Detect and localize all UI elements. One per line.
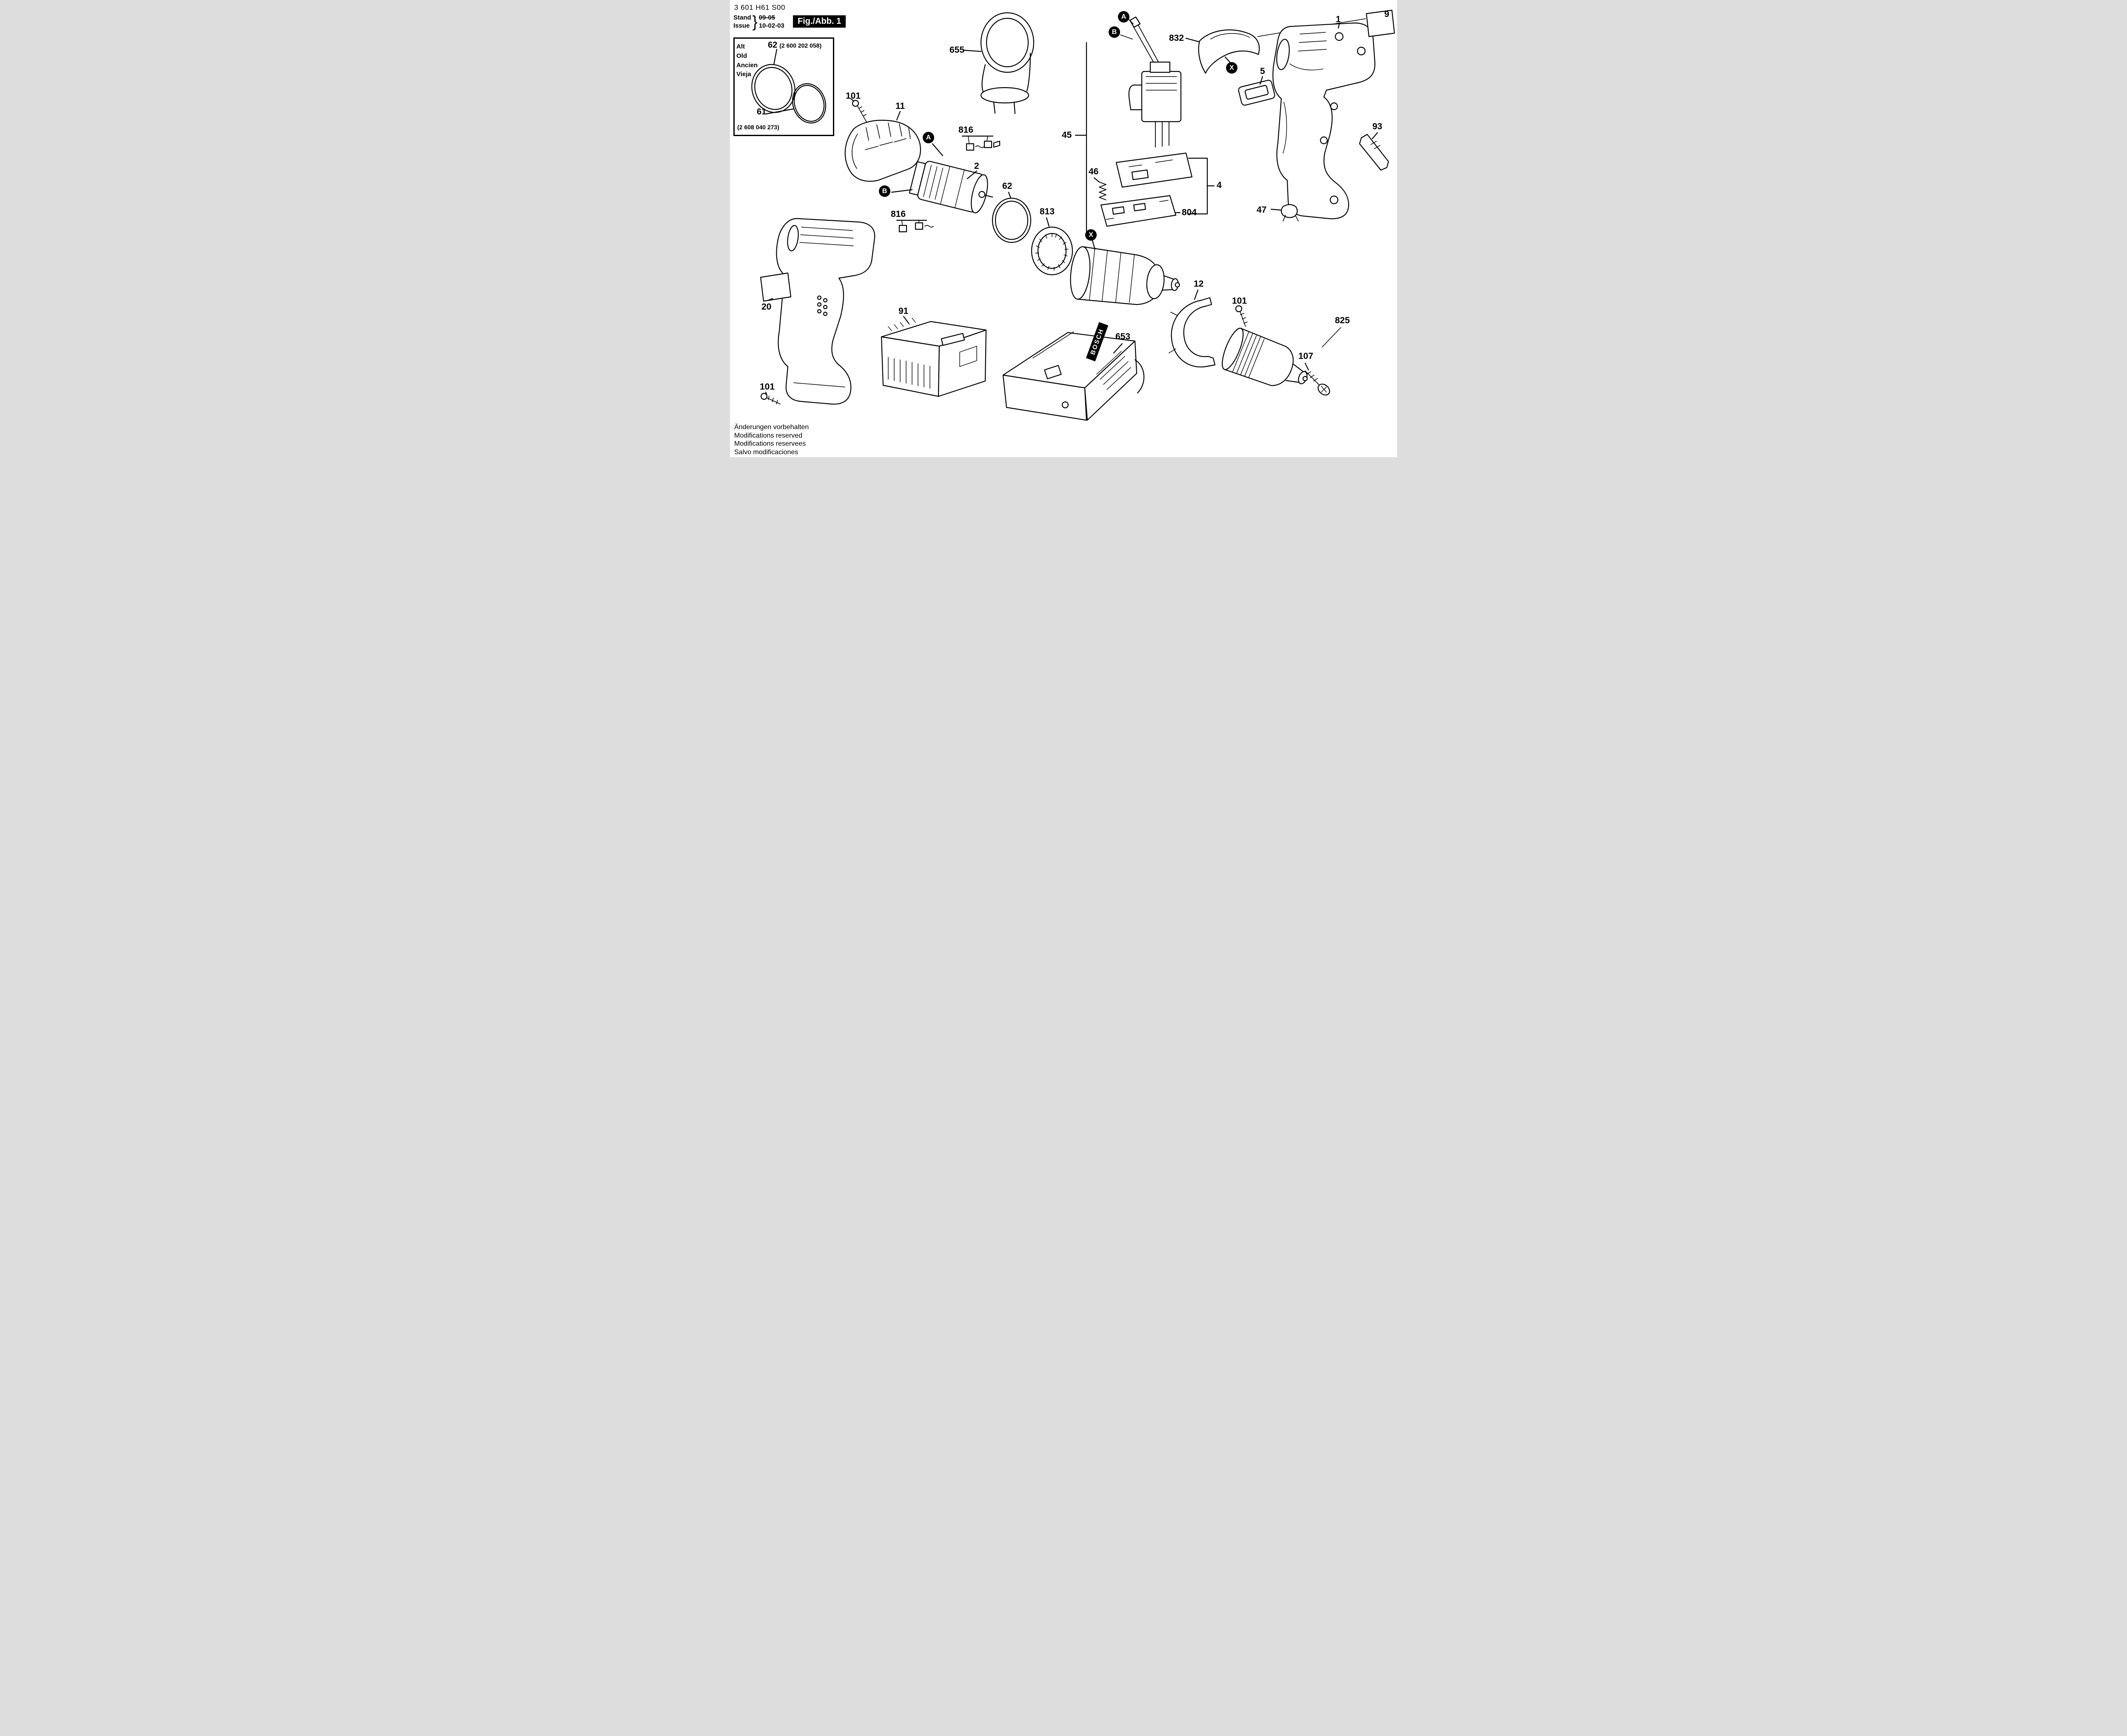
part-107-screw xyxy=(1304,362,1330,396)
marker-a-top: A xyxy=(1118,11,1129,23)
part-11-bumper xyxy=(844,111,921,182)
callout-816-lower: 816 xyxy=(891,209,906,219)
bracket-4 xyxy=(1188,157,1215,215)
callout-9: 9 xyxy=(1384,9,1389,19)
legend-part-62-code: (2 600 202 058) xyxy=(779,42,822,49)
callout-1: 1 xyxy=(1336,14,1341,24)
callout-655: 655 xyxy=(949,45,965,55)
callout-93: 93 xyxy=(1372,122,1383,131)
part-825-chuck xyxy=(1222,327,1341,386)
callout-101-bottom: 101 xyxy=(760,382,775,392)
part-47-clip xyxy=(1270,204,1299,222)
marker-x-gearbox: X xyxy=(1085,229,1097,241)
callout-101-top: 101 xyxy=(846,91,861,101)
callout-816-upper: 816 xyxy=(958,125,974,135)
callout-813: 813 xyxy=(1040,207,1055,216)
legend-part-61-ref: 61 xyxy=(757,107,767,117)
revision-brace: } xyxy=(752,12,758,31)
stand-label: Stand xyxy=(733,14,751,21)
callout-11: 11 xyxy=(895,101,905,111)
part-653-charger xyxy=(1002,331,1145,421)
issue-label: Issue xyxy=(733,22,750,29)
part-45-switch-assembly xyxy=(1075,16,1193,233)
legend-ring-61 xyxy=(765,83,827,124)
part-46-spring xyxy=(1093,177,1106,200)
callout-4: 4 xyxy=(1217,180,1222,190)
legend-part-62: 62(2 600 202 058) xyxy=(768,40,821,50)
issue-value: 10-02-03 xyxy=(758,22,784,29)
exploded-diagram-art xyxy=(751,9,1395,421)
callout-107: 107 xyxy=(1298,351,1314,361)
callout-101-mid: 101 xyxy=(1232,296,1247,306)
parts-diagram-page: 3 601 H61 S00 Stand Issue } 09-05 10-02-… xyxy=(730,0,1397,457)
footer-note-fr: Modifications reservees xyxy=(734,440,806,448)
marker-b-top: B xyxy=(1109,26,1120,38)
marker-x-top: X xyxy=(1226,62,1237,74)
callout-5: 5 xyxy=(1260,66,1265,76)
callout-47: 47 xyxy=(1257,205,1267,215)
callout-653: 653 xyxy=(1115,332,1131,342)
revision-block: Stand Issue } 09-05 10-02-03 xyxy=(733,12,784,31)
part-101-screw-top xyxy=(850,98,867,122)
part-x-gearbox xyxy=(1070,240,1180,305)
part-62-o-ring xyxy=(992,191,1032,243)
part-101-screw-bottom xyxy=(760,391,781,404)
marker-a-motor: A xyxy=(923,132,934,143)
callout-804: 804 xyxy=(1182,208,1197,217)
callout-46: 46 xyxy=(1089,167,1099,176)
part-20-housing-left xyxy=(760,218,875,405)
part-2-motor xyxy=(891,143,993,213)
legend-old-labels: Alt Old Ancien Vieja xyxy=(736,42,758,79)
legend-part-62-ref: 62 xyxy=(768,40,778,50)
footer-note-es: Salvo modificaciones xyxy=(734,448,798,456)
marker-b-motor: B xyxy=(879,185,890,197)
legend-old-label-en: Old xyxy=(736,52,747,60)
legend-old-label-de: Alt xyxy=(736,43,745,50)
stand-value: 09-05 xyxy=(758,14,776,21)
callout-832: 832 xyxy=(1169,33,1184,43)
part-12-ring xyxy=(1169,289,1216,367)
callout-2: 2 xyxy=(974,161,979,171)
footer-note-de: Änderungen vorbehalten xyxy=(734,424,809,431)
footer-note-en: Modifications reserved xyxy=(734,432,803,439)
leader-lines xyxy=(1120,19,1134,40)
callout-20: 20 xyxy=(761,302,772,312)
legend-part-61-code: (2 608 040 273) xyxy=(737,124,779,131)
callout-91: 91 xyxy=(898,306,909,316)
callout-12: 12 xyxy=(1194,279,1204,289)
part-91-battery xyxy=(881,316,987,397)
part-101-screw-mid xyxy=(1235,305,1248,327)
part-813-ring-gear xyxy=(1031,217,1073,276)
part-93-bit xyxy=(1359,132,1389,171)
legend-old-label-fr: Ancien xyxy=(736,61,758,69)
part-804-contact-plate xyxy=(1100,195,1181,227)
footer-notes: Änderungen vorbehalten Modifications res… xyxy=(734,423,809,456)
part-655-collar xyxy=(962,12,1035,114)
part-9-label xyxy=(1366,9,1395,37)
part-5-button xyxy=(1238,76,1275,106)
callout-45: 45 xyxy=(1062,130,1072,140)
callout-825: 825 xyxy=(1335,316,1350,325)
part-816-brushes-upper xyxy=(961,135,1001,151)
part-816-brushes-lower xyxy=(896,219,934,233)
part-832-clip xyxy=(1185,29,1260,74)
callout-62: 62 xyxy=(1002,181,1012,191)
part-1-housing-right xyxy=(1257,18,1376,219)
legend-old-label-es: Vieja xyxy=(736,71,751,78)
document-number: 3 601 H61 S00 xyxy=(734,3,785,11)
legend-old-parts-box: 62(2 600 202 058) Alt Old Ancien Vieja 6… xyxy=(733,37,834,136)
figure-label: Fig./Abb. 1 xyxy=(793,15,846,28)
